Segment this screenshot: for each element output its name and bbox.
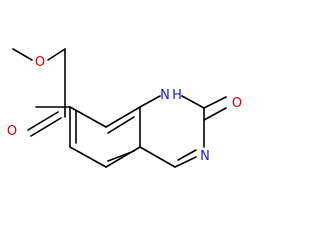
atom-nh-hydrogen: H xyxy=(172,88,182,103)
bond-c-o-double-1 xyxy=(27,111,59,131)
bond-ester-oxygen-carbonyl-carbon xyxy=(47,48,66,61)
atom-carbonyl-oxygen: O xyxy=(7,124,17,139)
bond-n3-c4-double xyxy=(177,149,197,161)
bond-n1-c2 xyxy=(181,95,205,109)
atom-nh-nitrogen: N xyxy=(160,88,170,103)
bond-ring-c4a-c5 xyxy=(105,146,141,168)
bond-benzene-inner-2 xyxy=(107,116,135,134)
bond-benzene-inner-3 xyxy=(107,150,135,162)
quinazolinone-structure: O O H N O N xyxy=(7,48,242,168)
bond-c2-o-double xyxy=(203,107,227,121)
bond-methyl-ester-oxygen xyxy=(12,48,33,61)
atom-ring-oxygen: O xyxy=(232,96,242,111)
bond-ring-c5-c6 xyxy=(69,146,107,168)
bond-c-o-double-2 xyxy=(30,117,62,137)
bond-c2-o xyxy=(203,96,227,109)
bond-ring-c8-c8a xyxy=(105,106,141,128)
bond-c8a-n1 xyxy=(139,95,161,108)
bond-c4-c4a xyxy=(139,146,176,168)
atom-ring-nitrogen: N xyxy=(200,149,210,164)
bond-n3-c4 xyxy=(174,156,197,168)
atom-ester-oxygen: O xyxy=(35,55,45,70)
